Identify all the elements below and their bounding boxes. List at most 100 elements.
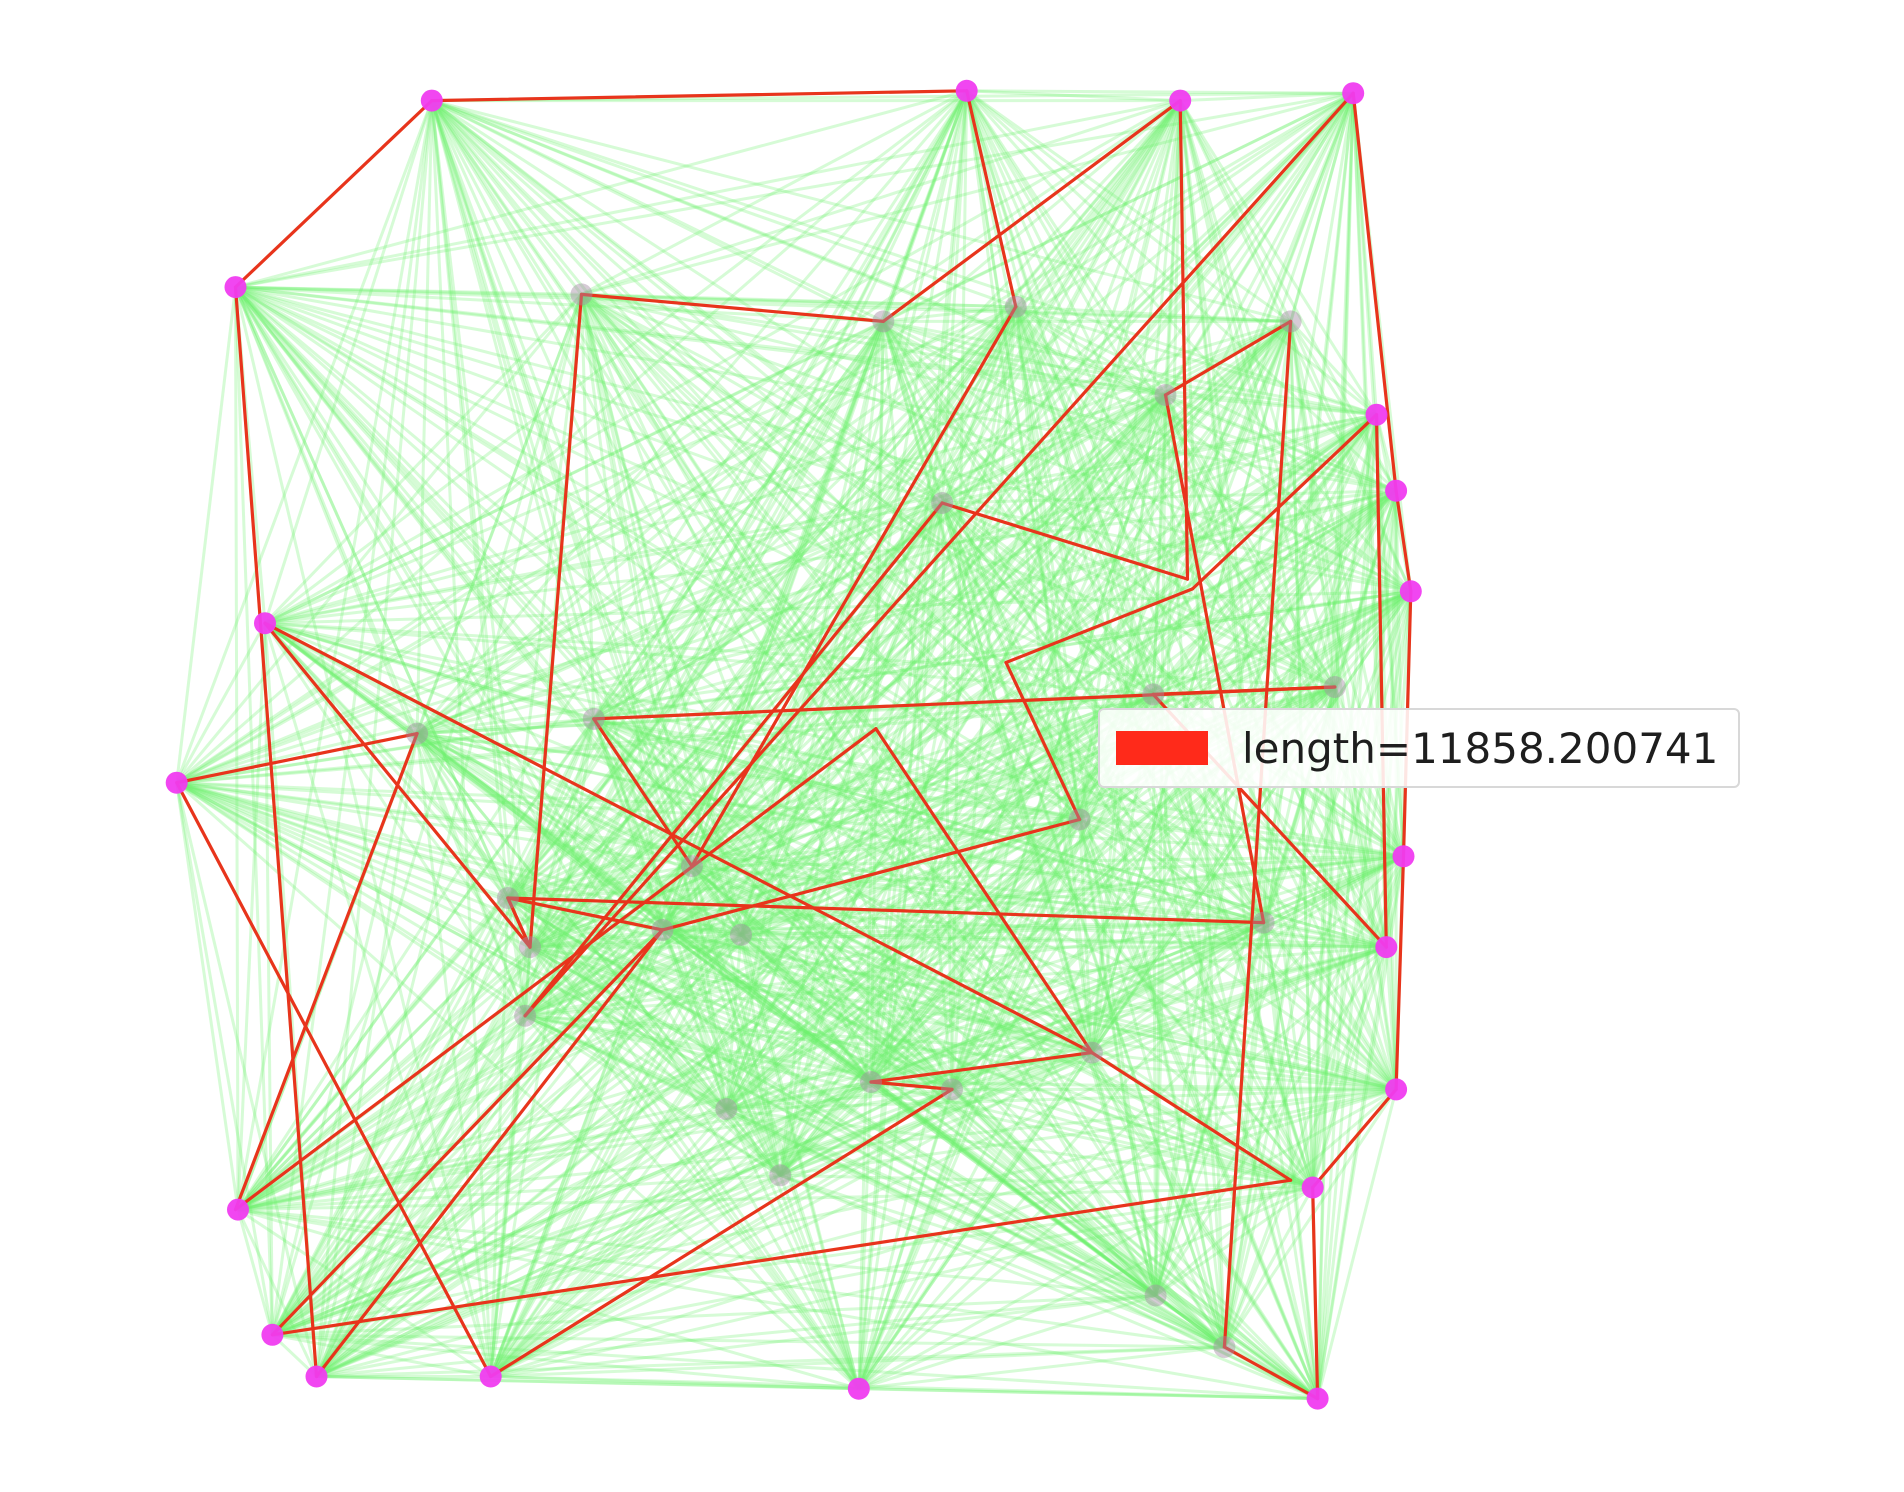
graph-edge [1311,93,1355,1188]
graph-edge [270,293,583,1336]
graph-edge [1014,305,1336,688]
graph-edge [430,100,743,936]
graph-edge [1154,946,1388,1297]
graph-edge [1262,321,1293,923]
graph-edge [236,501,944,1211]
graph-node [1142,683,1165,706]
graph-edge [430,99,873,1083]
graph-edge [272,1186,1313,1337]
graph-edge [524,413,1378,1018]
graph-edge [950,394,1167,1090]
graph-edge [1384,946,1398,1090]
graph-edge [236,305,1017,1211]
graph-edge [1311,591,1413,1188]
graph-node [224,276,247,299]
graph-edge [506,501,944,900]
graph-edge [690,864,953,1091]
graph-edge [1014,306,1094,1053]
graph-edge [690,865,728,1110]
graph-edge [857,921,1265,1390]
graph-edge [1164,100,1182,396]
graph-edge [1154,686,1337,1296]
graph-edge [271,1173,781,1337]
graph-edge [506,90,969,899]
tour-edge [1394,489,1413,593]
graph-edge [175,781,860,1390]
graph-edge [416,732,1080,821]
graph-node [769,1164,792,1187]
graph-edge [415,732,861,1390]
graph-edge [778,100,1182,1176]
graph-edge [881,320,1081,821]
graph-edge [176,781,531,949]
graph-edge [1014,306,1226,1348]
graph-edge [858,1294,1157,1391]
graph-edge [272,1333,859,1391]
graph-edge [740,693,1154,937]
graph-edge [965,89,1378,416]
graph-edge [529,945,1397,1091]
graph-edge [264,91,1354,625]
graph-edge [430,99,1081,821]
graph-edge [882,320,1336,689]
graph-edge [870,1080,1397,1091]
graph-edge [271,92,1355,1336]
graph-edge [234,286,1157,1297]
graph-edge [965,90,1158,1296]
graph-edge [176,781,1093,1055]
graph-edge [739,90,969,936]
graph-edge [740,933,1319,1400]
graph-node [730,923,752,946]
graph-edge [951,921,1265,1091]
graph-edge [272,1333,491,1378]
graph-edge [430,100,527,1016]
graph-edge [490,1375,1318,1401]
graph-edge [431,99,1291,323]
graph-edge [726,1087,953,1111]
graph-edge [951,854,1405,1091]
graph-edge [523,946,532,1016]
graph-edge [592,305,1017,720]
graph-edge [1351,93,1378,415]
graph-edge [489,502,944,1378]
graph-edge [869,90,969,1083]
graph-edge [234,286,664,931]
graph-edge [507,896,872,1084]
graph-edge [489,929,664,1378]
graph-edge [1333,490,1398,688]
graph-edge [176,781,1404,858]
graph-node [680,855,703,878]
graph-edge [529,320,1292,949]
graph-edge [506,897,861,1390]
graph-edge [234,285,1336,689]
graph-edge [1079,818,1404,858]
graph-edge [882,320,1265,924]
graph-edge [529,693,1154,949]
graph-node [261,1323,284,1346]
graph-edge [271,946,532,1336]
graph-edge [524,1014,953,1091]
graph-edge [234,286,1226,1349]
graph-edge [690,393,1167,868]
graph-edge [726,1107,1313,1189]
graph-edge [941,501,1405,858]
graph-edge [1178,99,1378,416]
graph-edge [489,921,1265,1378]
graph-edge [315,489,1398,1378]
graph-edge [778,1174,861,1390]
graph-edge [1091,945,1387,1055]
graph-edge [580,293,1388,949]
graph-edge [235,285,1291,323]
graph-node [496,887,519,909]
graph-edge [661,693,1154,932]
graph-edge [489,1080,872,1378]
graph-edge [690,864,1157,1297]
graph-edge [592,717,1093,1054]
graph-edge [1262,490,1398,924]
graph-edge [580,293,943,505]
graph-edge [1078,818,1398,1091]
graph-edge [883,319,1377,417]
graph-edge [524,1014,1397,1091]
graph-edge [1090,321,1293,1053]
